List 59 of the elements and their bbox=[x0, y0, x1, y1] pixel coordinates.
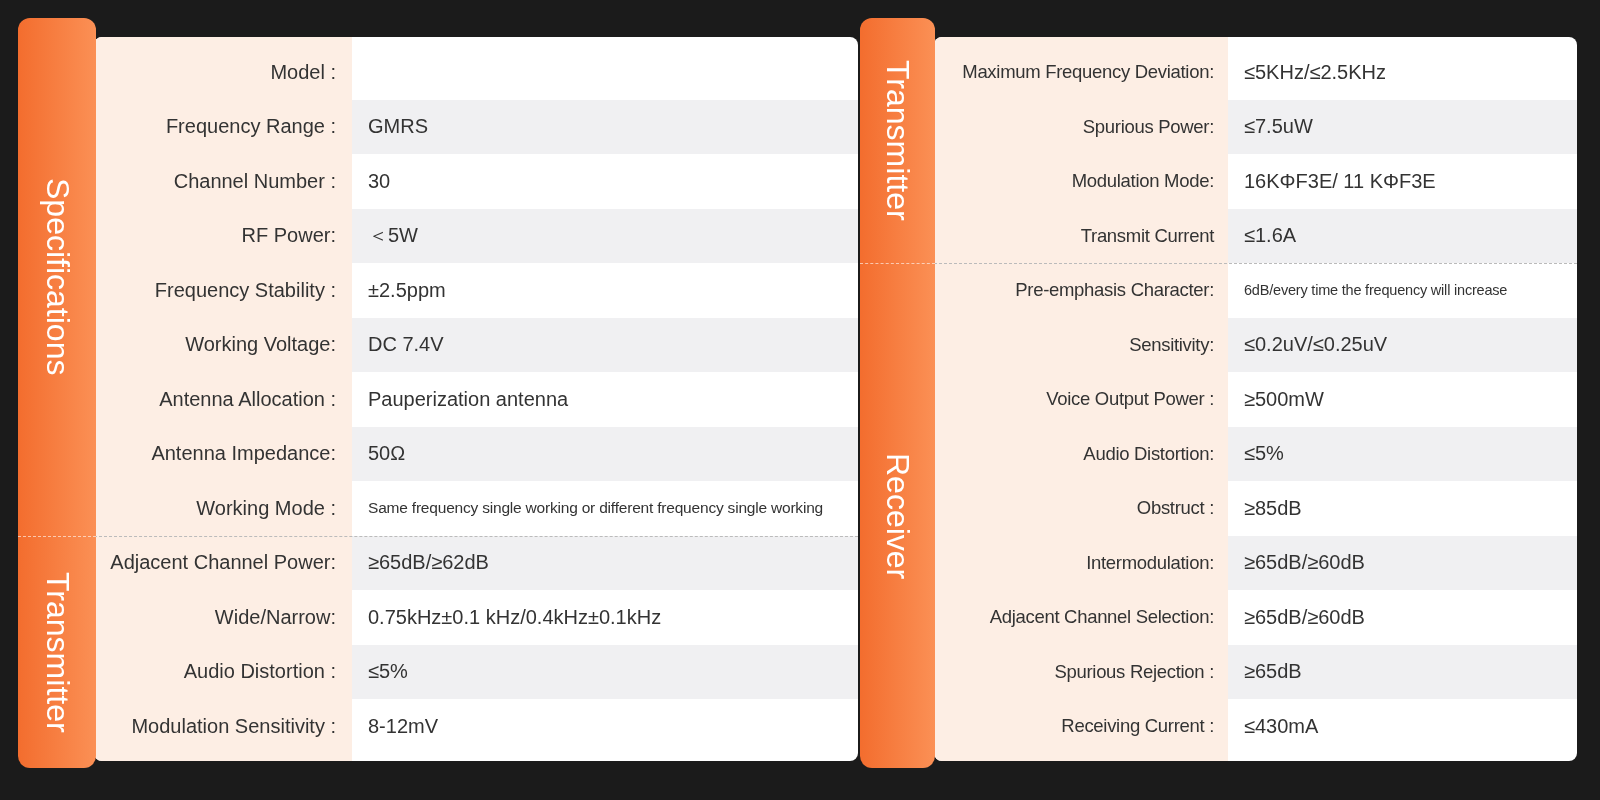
spec-value: ≤5% bbox=[1243, 441, 1284, 467]
section-band bbox=[18, 535, 96, 768]
spec-name: Spurious Power: bbox=[1081, 114, 1215, 139]
spec-value: ±2.5ppm bbox=[367, 277, 446, 303]
spec-value: ＜5W bbox=[367, 223, 418, 249]
spec-value: 0.75kHz±0.1 kHz/0.4kHz±0.1kHz bbox=[367, 604, 662, 630]
spec-name: Modulation Sensitivity : bbox=[130, 713, 337, 739]
spec-value: DC 7.4V bbox=[367, 332, 444, 358]
spec-value: Pauperization antenna bbox=[367, 386, 569, 412]
spec-name: Spurious Rejection : bbox=[1053, 659, 1215, 684]
spec-name: Antenna Impedance: bbox=[150, 441, 337, 467]
spec-value: ≤1.6A bbox=[1243, 223, 1297, 249]
section-band bbox=[860, 18, 935, 263]
spec-name: Working Voltage: bbox=[184, 332, 337, 358]
spec-name: Voice Output Power : bbox=[1045, 387, 1215, 412]
spec-name: Transmit Current bbox=[1079, 223, 1216, 248]
spec-value: ≤5KHz/≤2.5KHz bbox=[1243, 59, 1386, 85]
spec-name: Channel Number : bbox=[172, 168, 337, 194]
spec-value: 16KΦF3E/ 11 KΦF3E bbox=[1243, 168, 1436, 194]
spec-name: Frequency Stability : bbox=[153, 277, 337, 303]
spec-value: GMRS bbox=[367, 114, 428, 140]
spec-name: Pre-emphasis Character: bbox=[1014, 278, 1215, 303]
spec-value: 50Ω bbox=[367, 441, 406, 467]
spec-name: Adjacent Channel Power: bbox=[109, 550, 337, 576]
spec-name: Audio Distortion : bbox=[182, 659, 337, 685]
spec-name: Frequency Range : bbox=[164, 114, 337, 140]
spec-value: 6dB/every time the frequency will increase bbox=[1243, 281, 1508, 301]
section-title: Specifications bbox=[38, 178, 76, 376]
spec-value: ≥500mW bbox=[1243, 386, 1324, 412]
spec-name: Wide/Narrow: bbox=[213, 604, 337, 630]
spec-name: Audio Distortion: bbox=[1082, 441, 1215, 466]
section-title: Transmitter bbox=[879, 60, 916, 221]
spec-value: ≥65dB/≥62dB bbox=[367, 550, 489, 576]
spec-name: Maximum Frequency Deviation: bbox=[961, 60, 1215, 85]
spec-value: ≤7.5uW bbox=[1243, 114, 1313, 140]
spec-name: Intermodulation: bbox=[1085, 550, 1215, 575]
spec-value: ≤5% bbox=[367, 659, 408, 685]
spec-name: Obstruct : bbox=[1135, 496, 1215, 521]
spec-value: 30 bbox=[367, 168, 391, 194]
section-band bbox=[18, 18, 96, 536]
spec-value: ≤430mA bbox=[1243, 713, 1319, 739]
spec-value: ≤0.2uV/≤0.25uV bbox=[1243, 332, 1388, 358]
spec-name: Adjacent Channel Selection: bbox=[988, 605, 1215, 630]
spec-value: ≥85dB bbox=[1243, 495, 1302, 521]
spec-name: Receiving Current : bbox=[1060, 714, 1215, 739]
section-title: Receiver bbox=[879, 452, 916, 580]
section-title: Transmitter bbox=[38, 571, 76, 733]
spec-value: ≥65dB/≥60dB bbox=[1243, 604, 1365, 630]
spec-value: 8-12mV bbox=[367, 713, 439, 739]
spec-value: ≥65dB bbox=[1243, 659, 1302, 685]
section-band bbox=[860, 263, 935, 768]
spec-value: ≥65dB/≥60dB bbox=[1243, 550, 1365, 576]
spec-name: Model : bbox=[269, 59, 337, 85]
spec-value: Same frequency single working or different frequency single working bbox=[367, 498, 823, 519]
spec-name: RF Power: bbox=[240, 223, 337, 249]
spec-name: Antenna Allocation : bbox=[158, 386, 337, 412]
spec-name: Sensitivity: bbox=[1128, 332, 1215, 357]
spec-name: Modulation Mode: bbox=[1070, 169, 1215, 194]
spec-name: Working Mode : bbox=[195, 495, 337, 521]
